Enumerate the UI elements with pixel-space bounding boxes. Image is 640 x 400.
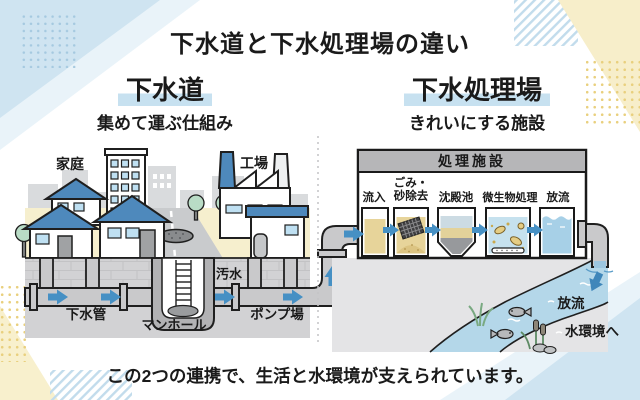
label-sewage: 汚水 bbox=[215, 266, 243, 282]
tl-dot-grid bbox=[20, 14, 80, 68]
pipe-coupling bbox=[119, 283, 128, 311]
pipe-coupling bbox=[29, 283, 38, 311]
stage-label-inflow: 流入 bbox=[362, 192, 386, 204]
plant-heading: 下水処理場 bbox=[403, 75, 551, 106]
label-manhole: マンホール bbox=[141, 317, 207, 333]
label-home: 家庭 bbox=[56, 156, 84, 172]
facility-header-band bbox=[357, 149, 587, 173]
stage-arrows bbox=[344, 223, 543, 242]
facility-title: 処理施設 bbox=[438, 153, 506, 169]
pipe-coupling bbox=[317, 249, 347, 258]
stage-label-screening: ごみ・ 砂除去 bbox=[393, 177, 429, 202]
manhole-shaft bbox=[151, 257, 215, 331]
tank-outflow bbox=[539, 207, 575, 257]
discharge-arrow bbox=[589, 271, 604, 292]
label-sewer-pipe: 下水管 bbox=[65, 307, 107, 322]
label-to-environment: 水環境へ bbox=[565, 324, 619, 339]
bl-stripes bbox=[50, 370, 132, 400]
city-scene bbox=[14, 148, 310, 260]
sewer-subtitle: 集めて運ぶ仕組み bbox=[97, 113, 233, 133]
sewer-heading: 下水道 bbox=[117, 75, 212, 106]
label-river-discharge: 放流 bbox=[557, 296, 585, 311]
left-section-header: 下水道 集めて運ぶ仕組み bbox=[97, 75, 233, 134]
treatment-plant-scene bbox=[332, 148, 614, 354]
stage-label-biological: 微生物処理 bbox=[482, 192, 538, 204]
treatment-facility bbox=[344, 148, 588, 260]
houses bbox=[20, 177, 174, 259]
river-plants bbox=[468, 302, 557, 354]
microbes bbox=[494, 222, 525, 246]
bottom-caption: この2つの連携で、生活と水環境が支えられています。 bbox=[106, 366, 534, 386]
right-section-header: 下水処理場 きれいにする施設 bbox=[403, 75, 551, 134]
pump-station-building bbox=[245, 205, 309, 259]
stage-label-outflow: 放流 bbox=[546, 192, 570, 204]
tank-sedimentation bbox=[437, 207, 476, 257]
stage-label-sedimentation: 沈殿池 bbox=[438, 192, 474, 204]
underground bbox=[24, 225, 365, 338]
plant-subtitle: きれいにする施設 bbox=[408, 113, 546, 133]
fish bbox=[490, 306, 532, 340]
label-pump-station: ポンプ場 bbox=[250, 307, 304, 322]
tank-screening bbox=[393, 207, 429, 257]
discharge-pipe bbox=[577, 220, 614, 292]
tank-biological bbox=[485, 207, 531, 257]
river bbox=[429, 253, 609, 354]
label-factory: 工場 bbox=[240, 155, 268, 171]
factory-chimney-blue bbox=[217, 151, 237, 189]
page-title: 下水道と下水処理場の違い bbox=[170, 31, 470, 58]
tr-dot-grid bbox=[586, 56, 640, 128]
